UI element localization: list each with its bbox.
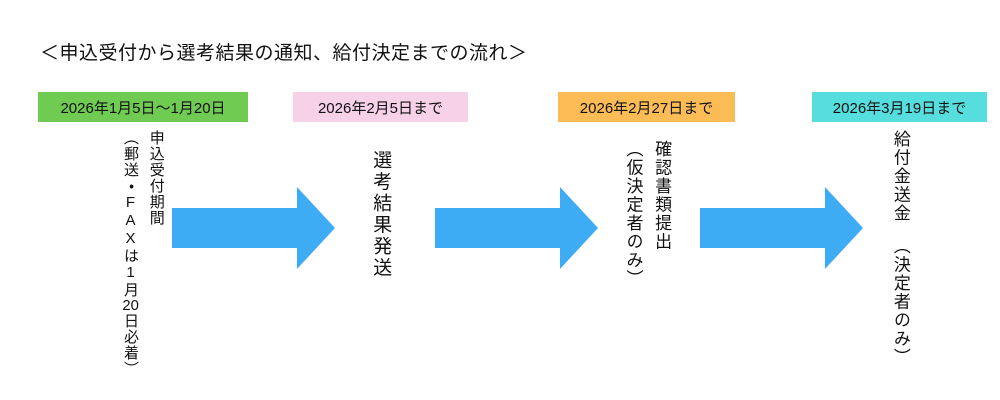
step-label: 確認書類提出 （仮決定者のみ） bbox=[558, 122, 735, 288]
step-label-main: 確認書類提出 bbox=[652, 140, 672, 251]
step-label-sub: （郵送・FAXは1月20日必着） bbox=[119, 130, 141, 377]
step-date-badge: 2026年3月19日まで bbox=[812, 92, 987, 122]
sub-text-prefix: （郵送・FAXは1月 bbox=[122, 130, 139, 298]
step-date-badge: 2026年2月5日まで bbox=[293, 92, 468, 122]
step-label-sub: （決定者のみ） bbox=[890, 236, 910, 367]
sub-text-suffix: 日必着） bbox=[122, 313, 139, 377]
arrow-shape bbox=[700, 187, 863, 269]
step-application: 2026年1月5日～1月20日 申込受付期間 （郵送・FAXは1月20日必着） bbox=[38, 92, 248, 377]
flow-arrow-3 bbox=[700, 187, 863, 269]
arrow-shape bbox=[172, 187, 335, 269]
step-benefit-payment: 2026年3月19日まで 給付金送金 （決定者のみ） bbox=[812, 92, 987, 366]
flow-arrow-1 bbox=[172, 187, 335, 269]
step-label: 選考結果発送 bbox=[293, 122, 468, 279]
step-date-badge: 2026年2月27日まで bbox=[558, 92, 735, 122]
step-label: 給付金送金 （決定者のみ） bbox=[812, 122, 987, 366]
step-date-badge: 2026年1月5日～1月20日 bbox=[38, 92, 248, 122]
step-label-sub: （仮決定者のみ） bbox=[623, 140, 643, 288]
flow-arrow-2 bbox=[435, 187, 598, 269]
main-text: 給付金送金 bbox=[890, 130, 910, 223]
sub-text-number: 20 bbox=[122, 298, 139, 313]
step-label-main: 申込受付期間 bbox=[147, 130, 165, 226]
step-label-main: 給付金送金 （決定者のみ） bbox=[887, 130, 912, 366]
step-selection-result: 2026年2月5日まで 選考結果発送 bbox=[293, 92, 468, 279]
diagram-title: ＜申込受付から選考結果の通知、給付決定までの流れ＞ bbox=[40, 43, 528, 64]
step-label-main: 選考結果発送 bbox=[370, 150, 392, 279]
step-confirmation-documents: 2026年2月27日まで 確認書類提出 （仮決定者のみ） bbox=[558, 92, 735, 288]
arrow-shape bbox=[435, 187, 598, 269]
step-label: 申込受付期間 （郵送・FAXは1月20日必着） bbox=[38, 122, 248, 377]
